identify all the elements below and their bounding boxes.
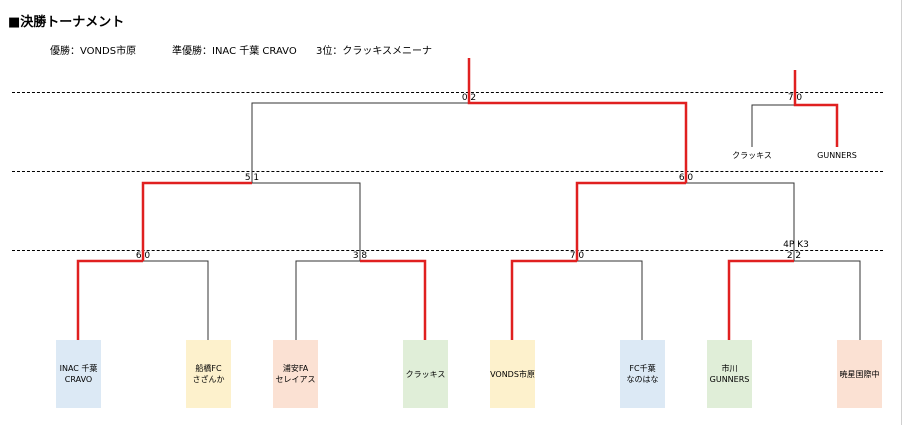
team-name: FC千葉 なのはな [626, 364, 659, 384]
runner-up-label: 準優勝：INAC 千葉 CRAVO [172, 46, 297, 57]
score-third-place: 7 0 [787, 93, 803, 103]
team-name: 船橋FC さざんか [192, 364, 225, 384]
team-box: クラッキス [403, 340, 448, 408]
score-quarterfinal-4: 2 2 [786, 251, 802, 261]
team-name: 浦安FA セレイアス [275, 364, 316, 384]
score-final: 0 2 [461, 93, 477, 103]
bracket-line-sf2-winner [575, 181, 686, 261]
score-semifinal-1: 5 1 [244, 173, 260, 183]
winner-label: 優勝：VONDS市原 [50, 46, 137, 57]
bracket-line-qf1-loser [143, 260, 209, 340]
third-place-label: 3位：クラッキスメニーナ [316, 46, 433, 57]
bracket-line-qf4-winner [727, 259, 794, 340]
third-place-team-1: クラッキス [732, 151, 772, 160]
team-box: 浦安FA セレイアス [273, 340, 318, 408]
bracket-line-qf1-winner [76, 259, 143, 340]
bracket-winner-lines [76, 58, 839, 340]
round-divider-semifinal [12, 171, 883, 172]
bracket-loser-lines [143, 102, 861, 340]
bracket-line-sf2-loser [686, 182, 795, 261]
bracket-line-qf4-loser [794, 260, 861, 340]
round-divider-quarterfinal [12, 250, 883, 251]
bracket-line-final-loser [251, 102, 469, 183]
score-quarterfinal-3: 7 0 [569, 251, 585, 261]
bracket-line-qf2-loser [295, 260, 360, 340]
bracket-line-third-loser [751, 104, 795, 147]
team-name: 暁星国際中 [839, 369, 880, 379]
round-divider-final [12, 92, 883, 93]
team-name: VONDS市原 [490, 369, 535, 379]
score-quarterfinal-2: 3 8 [352, 251, 368, 261]
bracket-line-qf3-loser [577, 260, 643, 340]
team-name: 市川 GUNNERS [709, 364, 750, 384]
page-title: ■決勝トーナメント [8, 15, 125, 30]
bracket-line-third-winner [793, 70, 839, 147]
team-box: FC千葉 なのはな [620, 340, 665, 408]
page-edge-divider [901, 0, 902, 425]
team-box: VONDS市原 [490, 340, 535, 408]
score-quarterfinal-4-pk: 4P K3 [783, 240, 809, 250]
team-box: 船橋FC さざんか [186, 340, 231, 408]
team-name: INAC 千葉 CRAVO [59, 364, 98, 384]
team-box: 暁星国際中 [837, 340, 882, 408]
bracket-line-qf2-winner [360, 259, 427, 340]
bracket-line-sf1-winner [141, 181, 252, 261]
bracket-line-qf3-winner [510, 259, 577, 340]
team-box: INAC 千葉 CRAVO [56, 340, 101, 408]
score-quarterfinal-1: 6 0 [135, 251, 151, 261]
bracket-line-sf1-loser [252, 182, 361, 261]
score-semifinal-2: 6 0 [678, 173, 694, 183]
team-box: 市川 GUNNERS [707, 340, 752, 408]
team-name: クラッキス [405, 369, 446, 379]
third-place-team-2: GUNNERS [817, 151, 857, 160]
bracket-line-final-winner [467, 58, 688, 183]
